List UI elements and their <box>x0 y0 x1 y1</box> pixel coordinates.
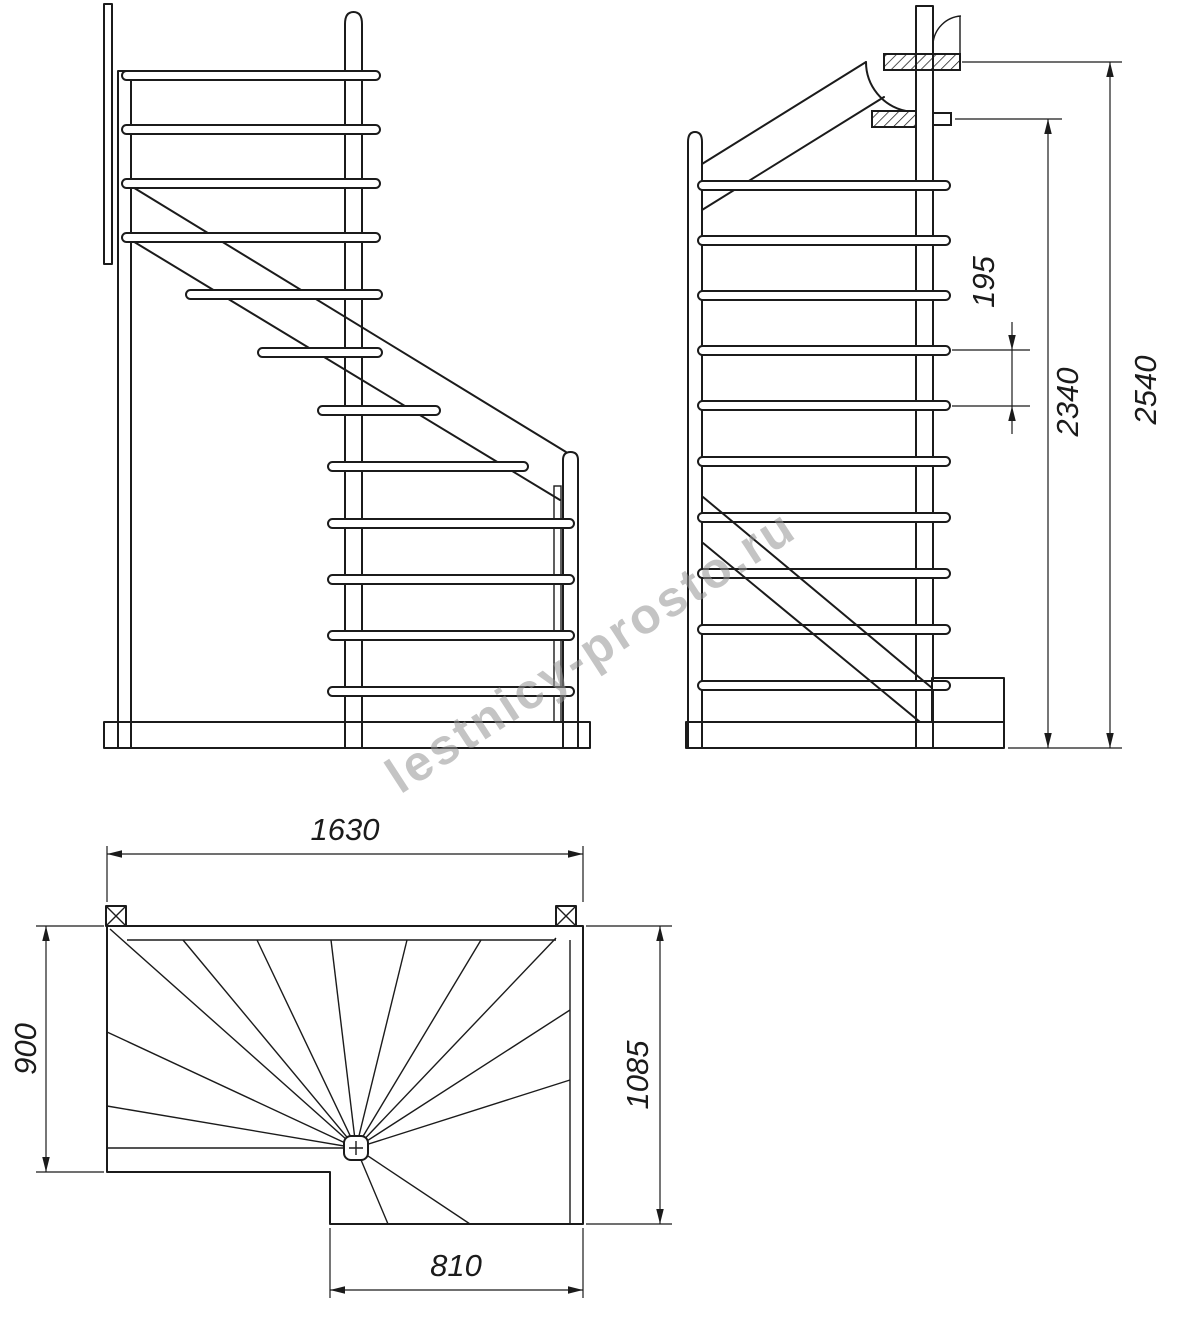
side-bottom-step <box>931 677 1005 723</box>
dim-label-plan-bottom-width: 810 <box>430 1248 482 1283</box>
dim-label-plan-right-depth: 1085 <box>620 1040 655 1110</box>
front-base-plinth <box>103 721 591 749</box>
dimension-2540: 2540 <box>962 61 1163 749</box>
side-rails <box>697 180 951 691</box>
plan-view: 1630 900 1085 810 <box>8 812 672 1298</box>
second-tread-stub <box>932 112 952 126</box>
central-newel-post <box>344 11 363 749</box>
plan-center-pole <box>343 1135 369 1161</box>
front-upper-rails <box>121 70 381 243</box>
dim-label-handrail-height: 2340 <box>1050 368 1085 438</box>
front-stringer-diagonals <box>130 185 567 501</box>
winder-tread-lines <box>106 928 571 1225</box>
dim-label-total-height: 2540 <box>1128 356 1163 426</box>
side-left-post <box>687 131 703 749</box>
dimension-2340: 2340 <box>955 118 1085 748</box>
side-central-post <box>915 5 934 749</box>
dimension-810: 810 <box>329 1228 584 1298</box>
side-stringer-diagonals <box>702 496 933 723</box>
plan-corner-post-left <box>105 905 127 927</box>
dimension-900: 900 <box>8 925 104 1173</box>
front-lower-rails <box>327 518 575 697</box>
second-tread-hatched <box>871 110 917 128</box>
dim-label-plan-width: 1630 <box>311 812 380 847</box>
front-treads <box>185 289 529 472</box>
wall-baluster <box>103 3 113 265</box>
dim-label-plan-left-depth: 900 <box>8 1023 43 1075</box>
side-base-plinth <box>685 721 1005 749</box>
dim-label-riser-height: 195 <box>966 255 1001 307</box>
top-landing-tread-hatched <box>883 53 961 71</box>
top-corner-arc <box>932 15 962 54</box>
watermark: lestnicy-prosto.ru <box>376 498 806 804</box>
front-elevation-view <box>103 3 591 749</box>
plan-corner-post-right <box>555 905 577 927</box>
dimension-1085: 1085 <box>586 925 672 1225</box>
left-newel-post <box>117 70 132 749</box>
side-elevation-view: 195 2340 2540 <box>685 5 1163 749</box>
side-handrail <box>701 61 907 211</box>
dimension-1630: 1630 <box>106 812 584 902</box>
dimension-195: 195 <box>952 255 1030 434</box>
plan-outline <box>106 925 584 1225</box>
right-newel-post <box>562 451 579 749</box>
